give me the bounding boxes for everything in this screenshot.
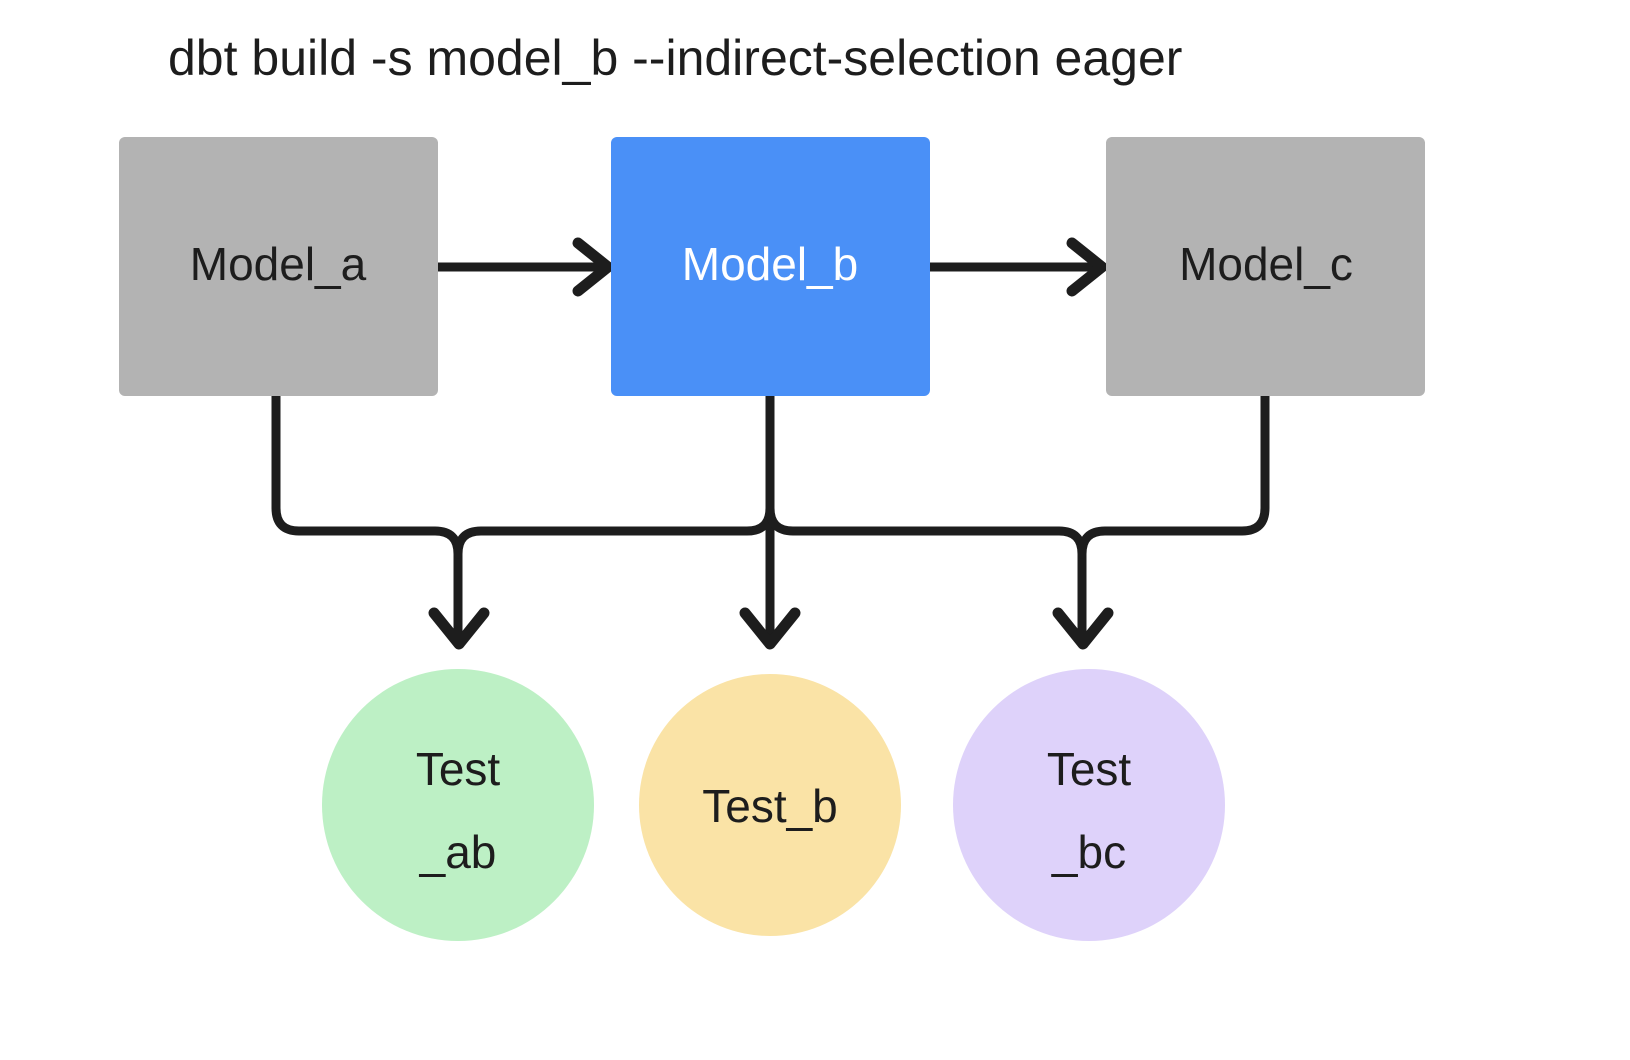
node-test-ab-shape[interactable]	[322, 669, 594, 941]
edge-model-b-to-model-c	[925, 237, 1108, 297]
node-model-a-shape[interactable]	[119, 137, 438, 396]
diagram-title: dbt build -s model_b --indirect-selectio…	[168, 30, 1182, 86]
node-model-c-label: Model_c	[1179, 238, 1353, 290]
node-model-c-shape[interactable]	[1106, 137, 1425, 396]
edge-model-c-to-test-bc	[1077, 391, 1270, 559]
node-model-c[interactable]: Model_c	[1106, 137, 1425, 396]
node-model-b-shape[interactable]	[611, 137, 930, 396]
node-test-bc-label-line1: Test	[1047, 743, 1132, 795]
node-test-bc-label-line2: _bc	[1051, 826, 1126, 878]
edge-layer	[271, 237, 1270, 650]
node-test-b-label-line1: Test_b	[702, 780, 838, 832]
node-test-bc-shape[interactable]	[953, 669, 1225, 941]
node-test-ab-label-line2: _ab	[419, 826, 497, 878]
node-test-b-shape[interactable]	[639, 674, 901, 936]
test-nodes: Test _ab Test_b Test _bc	[322, 669, 1225, 941]
node-model-b-label: Model_b	[682, 238, 858, 290]
node-test-b[interactable]: Test_b	[639, 674, 901, 936]
node-test-ab-label-line1: Test	[416, 743, 501, 795]
node-test-ab[interactable]: Test _ab	[322, 669, 594, 941]
edge-model-a-to-model-b	[433, 237, 614, 297]
node-model-a-label: Model_a	[190, 238, 367, 290]
node-model-b[interactable]: Model_b	[611, 137, 930, 396]
node-test-bc[interactable]: Test _bc	[953, 669, 1225, 941]
model-nodes: Model_a Model_b Model_c	[119, 137, 1425, 396]
node-model-a[interactable]: Model_a	[119, 137, 438, 396]
